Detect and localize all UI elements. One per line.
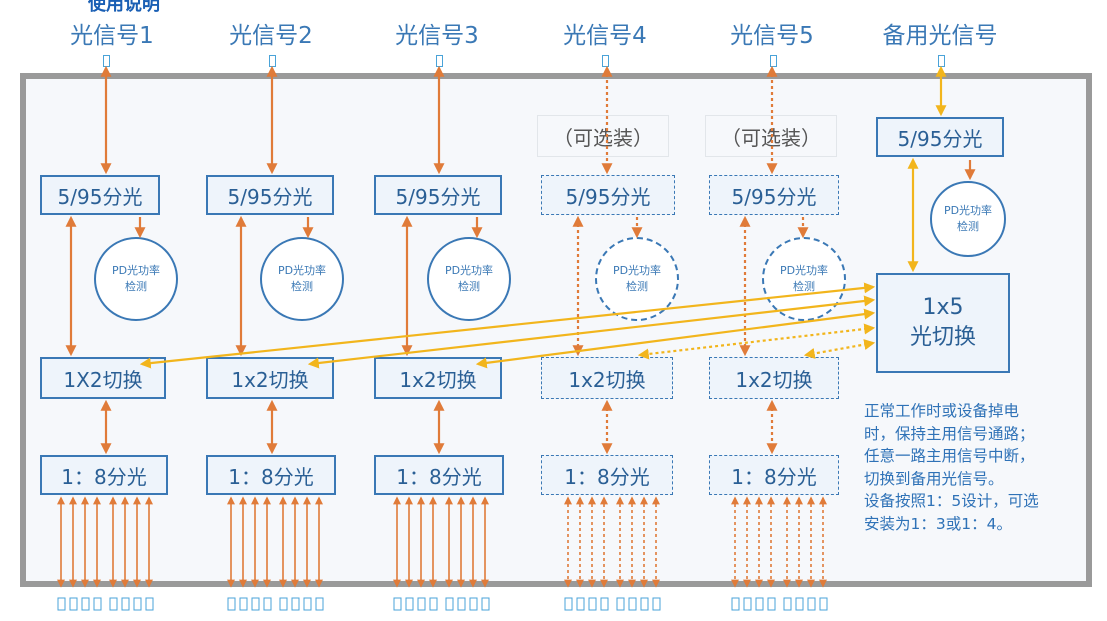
splitter-595-3: 5/95分光 [374,175,502,215]
splitter-595-2: 5/95分光 [206,175,334,215]
output-port-29 [628,597,637,611]
output-port-6 [133,597,142,611]
output-port-30 [640,597,649,611]
header-partial-text: 使用说明 [88,0,160,15]
output-port-5 [121,597,130,611]
output-port-14 [303,597,312,611]
output-port-27 [600,597,609,611]
main-1x5-switch: 1x5 光切换 [876,273,1010,373]
splitter-1to8-1: 1：8分光 [40,455,168,495]
splitter-1to8-4: 1：8分光 [541,455,673,495]
output-port-1 [69,597,78,611]
splitter-1to8-2: 1：8分光 [206,455,336,495]
output-port-16 [393,597,402,611]
signal-label-3: 光信号3 [395,23,479,49]
switch-1x2-1: 1X2切换 [40,357,166,399]
output-port-26 [588,597,597,611]
signal-label-5: 光信号5 [730,23,814,49]
signal-label-backup: 备用光信号 [882,23,998,49]
output-port-34 [755,597,764,611]
splitter-1to8-5: 1：8分光 [709,455,839,495]
signal-label-1: 光信号1 [70,23,154,49]
splitter-595-5: 5/95分光 [709,175,839,215]
arrow-66 [637,323,876,360]
explanation-note: 正常工作时或设备掉电 时，保持主用信号通路； 任意一路主用信号中断， 切换到备用… [864,402,1039,533]
output-port-36 [783,597,792,611]
output-port-9 [239,597,248,611]
output-port-37 [795,597,804,611]
output-port-32 [731,597,740,611]
arrow-63 [139,282,876,369]
output-port-20 [445,597,454,611]
output-port-12 [279,597,288,611]
output-port-19 [429,597,438,611]
output-port-38 [807,597,816,611]
output-port-7 [145,597,154,611]
output-port-35 [767,597,776,611]
output-port-0 [57,597,66,611]
output-port-11 [263,597,272,611]
output-port-3 [93,597,102,611]
output-port-28 [616,597,625,611]
output-port-33 [743,597,752,611]
signal-label-2: 光信号2 [229,23,313,49]
output-port-18 [417,597,426,611]
output-port-39 [819,597,828,611]
output-port-25 [576,597,585,611]
output-port-10 [251,597,260,611]
output-port-13 [291,597,300,611]
splitter-595-1: 5/95分光 [40,175,160,215]
output-port-8 [227,597,236,611]
output-port-31 [652,597,661,611]
output-port-15 [315,597,324,611]
splitter-595-backup: 5/95分光 [876,117,1004,157]
signal-label-4: 光信号4 [563,23,647,49]
output-port-24 [564,597,573,611]
splitter-1to8-3: 1：8分光 [374,455,504,495]
output-port-4 [109,597,118,611]
splitter-595-4: 5/95分光 [541,175,675,215]
pd-detector-backup: PD光功率检测 [930,181,1006,257]
output-port-23 [481,597,490,611]
arrow-67 [803,339,876,359]
output-port-21 [457,597,466,611]
arrow-64 [307,295,876,369]
output-port-22 [469,597,478,611]
output-port-2 [81,597,90,611]
output-port-17 [405,597,414,611]
